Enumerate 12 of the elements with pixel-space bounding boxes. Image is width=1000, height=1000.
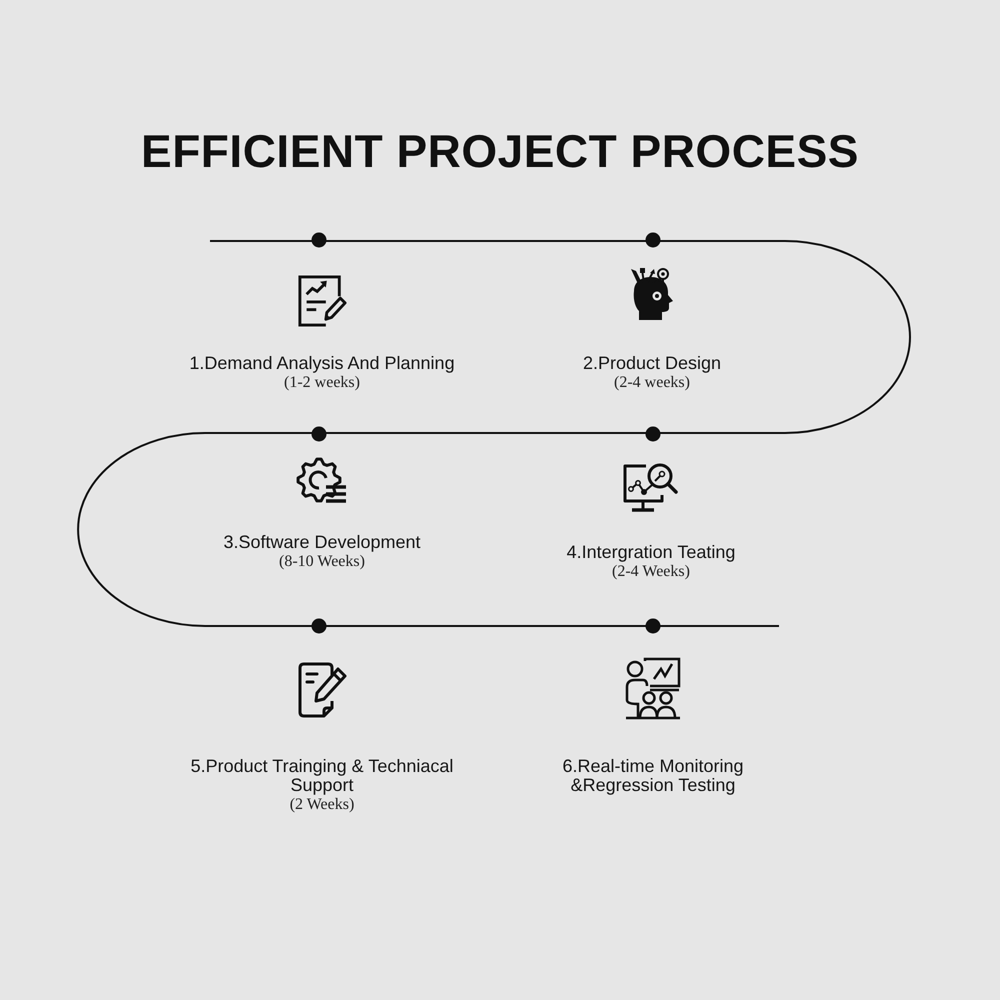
step-duration: (1-2 weeks) xyxy=(284,373,360,392)
step-title: 6.Real-time Monitoring &Regression Testing xyxy=(561,757,745,795)
step-duration: (2-4 weeks) xyxy=(614,373,690,392)
step-duration: (2 Weeks) xyxy=(290,795,354,814)
step-duration: (8-10 Weeks) xyxy=(279,552,365,571)
step-title: 5.Product Trainging & Techniacal Support xyxy=(190,757,454,795)
page-title: EFFICIENT PROJECT PROCESS xyxy=(140,124,860,179)
step-title: 4.Intergration Teating xyxy=(566,543,736,562)
step-duration: (2-4 Weeks) xyxy=(612,562,690,581)
step-title: 1.Demand Analysis And Planning xyxy=(189,354,455,373)
step-title: 3.Software Development xyxy=(223,533,421,552)
step-title: 2.Product Design xyxy=(582,354,722,373)
